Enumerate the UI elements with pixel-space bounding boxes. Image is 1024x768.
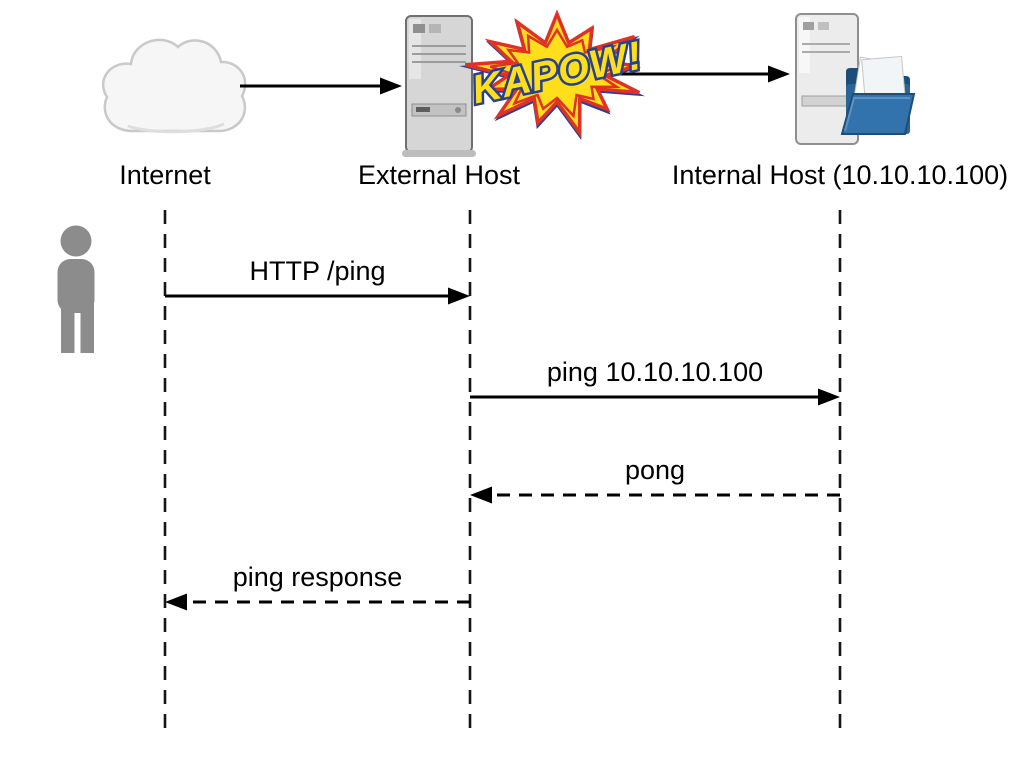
arrows-layer	[163, 65, 842, 734]
message-label-1: ping 10.10.10.100	[546, 357, 764, 387]
burst-star	[464, 9, 641, 139]
message-label-0: HTTP /ping	[249, 256, 386, 286]
burst-zigzag	[489, 27, 622, 119]
message-label-2: pong	[624, 455, 686, 485]
cloud-shape	[101, 38, 247, 133]
person-icon	[57, 225, 95, 353]
cloud-icon	[101, 38, 247, 134]
message-label-3: ping response	[232, 562, 403, 592]
kapow-burst: KAPOW!	[459, 9, 649, 141]
folder-icon	[840, 55, 916, 135]
message-1-arrowhead	[818, 388, 840, 406]
top-link-1-arrowhead	[768, 65, 790, 83]
message-2-arrowhead	[470, 486, 492, 504]
server-files-icon	[795, 13, 916, 145]
server-tower-icon	[402, 15, 476, 157]
cloud-shade	[127, 122, 225, 134]
actor-label-external-host: External Host	[357, 160, 521, 190]
actor-label-internet: Internet	[119, 160, 211, 190]
message-3-arrowhead	[165, 593, 187, 611]
actor-label-internal-host: Internal Host (10.10.10.100)	[671, 160, 1009, 190]
top-link-0-arrowhead	[380, 77, 402, 95]
message-0-arrowhead	[448, 287, 470, 305]
